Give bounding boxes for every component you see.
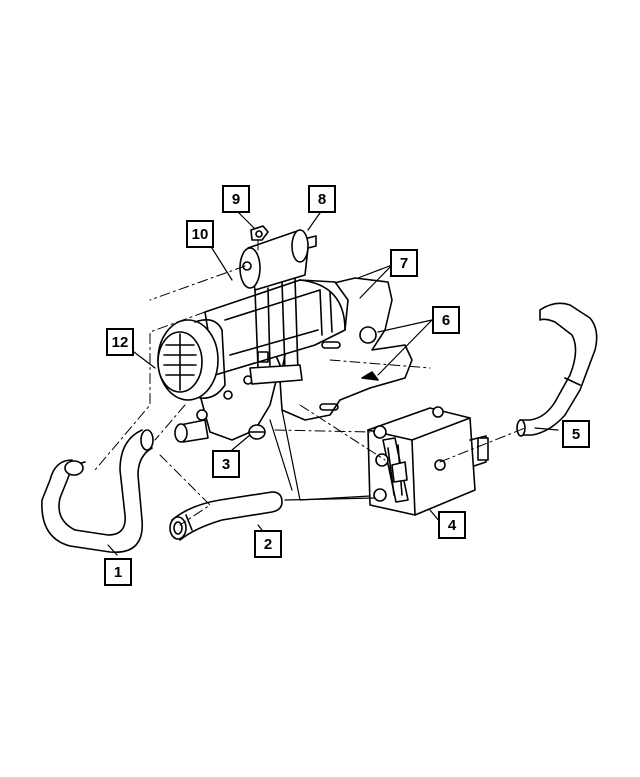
hose-1 xyxy=(41,429,154,553)
callout-6: 6 xyxy=(432,306,460,334)
hose-2 xyxy=(169,491,283,541)
callout-2: 2 xyxy=(254,530,282,558)
callout-12: 12 xyxy=(106,328,134,356)
callout-3: 3 xyxy=(212,450,240,478)
solenoid-canister xyxy=(239,229,317,291)
callout-4: 4 xyxy=(438,511,466,539)
pump-fan-end-cap xyxy=(157,319,226,401)
pump-inlet-port xyxy=(174,409,209,443)
callout-1: 1 xyxy=(104,558,132,586)
hose-5 xyxy=(516,302,598,437)
nut xyxy=(250,225,269,241)
callout-7: 7 xyxy=(390,249,418,277)
callout-10: 10 xyxy=(186,220,214,248)
callout-9: 9 xyxy=(222,185,250,213)
mounting-strap xyxy=(249,277,303,385)
assembly-lines xyxy=(94,239,526,526)
vapor-canister xyxy=(367,406,489,516)
callout-8: 8 xyxy=(308,185,336,213)
pump-cylinder xyxy=(204,279,349,376)
callout-5: 5 xyxy=(562,420,590,448)
connector-lines xyxy=(269,409,376,501)
